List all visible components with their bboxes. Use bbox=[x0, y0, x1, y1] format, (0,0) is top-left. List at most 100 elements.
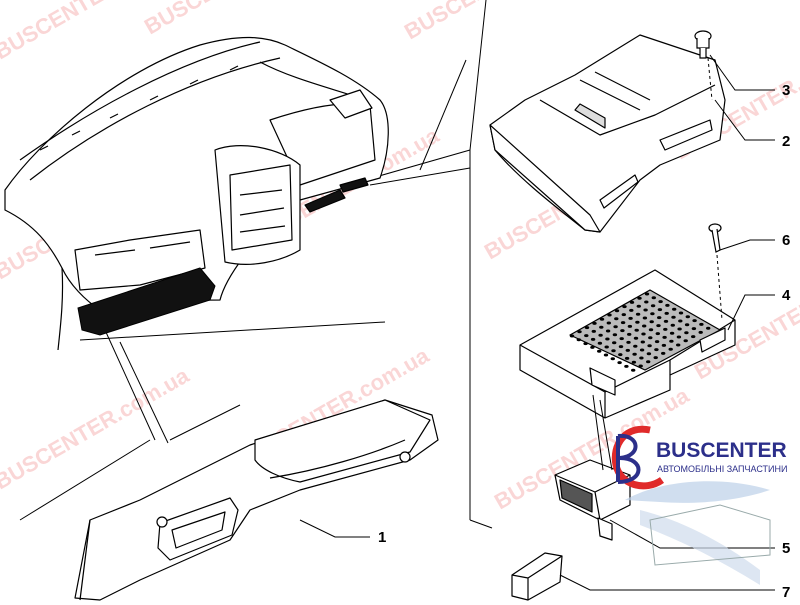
vent-hole bbox=[672, 307, 677, 311]
vent-hole bbox=[650, 304, 656, 308]
callout-4: 4 bbox=[782, 287, 791, 304]
vent-hole bbox=[655, 332, 660, 336]
vent-hole bbox=[639, 348, 645, 352]
vent-hole bbox=[597, 349, 602, 353]
vent-hole bbox=[664, 311, 669, 315]
vent-hole bbox=[584, 334, 589, 338]
glovebox-highlight bbox=[77, 267, 216, 336]
vent-hole bbox=[684, 331, 689, 335]
vent-hole bbox=[619, 337, 624, 341]
vent-hole bbox=[665, 303, 670, 307]
vent-hole bbox=[626, 340, 631, 344]
callout-3: 3 bbox=[782, 82, 790, 99]
part-3-screw bbox=[694, 30, 712, 59]
vent-hole bbox=[642, 316, 648, 320]
vent-hole bbox=[661, 343, 667, 347]
vent-hole bbox=[646, 352, 652, 356]
vent-hole bbox=[698, 330, 703, 334]
vent-hole bbox=[607, 313, 612, 317]
leader-lines bbox=[299, 54, 775, 591]
vent-hole bbox=[691, 327, 697, 331]
logo-emblem-icon bbox=[611, 425, 771, 585]
vent-hole bbox=[676, 335, 682, 339]
vent-hole bbox=[691, 335, 696, 339]
vent-hole bbox=[592, 321, 597, 325]
vent-hole bbox=[629, 300, 635, 304]
vent-hole bbox=[644, 300, 649, 304]
vent-hole bbox=[620, 321, 626, 325]
vent-hole bbox=[649, 320, 654, 324]
vent-hole bbox=[628, 316, 633, 320]
vent-hole bbox=[631, 368, 636, 372]
vent-hole bbox=[605, 329, 611, 333]
vent-hole bbox=[646, 360, 651, 364]
part-6-screw bbox=[708, 223, 722, 253]
vent-hole bbox=[643, 308, 648, 312]
vent-hole bbox=[621, 313, 626, 317]
vent-hole bbox=[624, 356, 630, 360]
vent-hole bbox=[670, 323, 675, 327]
part-5-connector bbox=[554, 459, 631, 541]
buscenter-logo: BUSCENTER АВТОМОБІЛЬНІ ЗАПЧАСТИНИ bbox=[611, 425, 787, 585]
vent-hole bbox=[678, 319, 683, 323]
vent-hole bbox=[676, 343, 681, 347]
section-dividers bbox=[19, 0, 493, 529]
vent-hole bbox=[684, 323, 690, 327]
vent-hole bbox=[632, 352, 637, 356]
vent-hole bbox=[599, 325, 604, 329]
vent-hole bbox=[706, 326, 711, 330]
vent-hole bbox=[657, 316, 662, 320]
vent-hole bbox=[604, 345, 609, 349]
vent-hole bbox=[599, 317, 605, 321]
part-1-lower-trim-panel bbox=[74, 399, 439, 601]
vent-hole bbox=[625, 348, 630, 352]
vent-hole bbox=[631, 360, 637, 364]
vent-hole bbox=[635, 320, 640, 324]
vent-hole bbox=[614, 317, 619, 321]
vent-hole bbox=[654, 340, 660, 344]
vent-hole bbox=[611, 349, 616, 353]
vent-hole bbox=[636, 304, 641, 308]
vent-hole bbox=[669, 339, 674, 343]
vent-hole bbox=[624, 364, 629, 368]
vent-hole bbox=[606, 321, 611, 325]
vent-hole bbox=[661, 351, 666, 355]
vent-hole bbox=[598, 333, 603, 337]
vent-hole bbox=[622, 305, 627, 309]
vent-hole bbox=[656, 324, 661, 328]
vent-hole bbox=[699, 322, 704, 326]
vent-hole bbox=[577, 330, 582, 334]
part-4-electronic-module-box bbox=[519, 269, 736, 419]
watermark: BUSCENTER.com.ua bbox=[400, 0, 604, 44]
vent-hole bbox=[662, 335, 667, 339]
vent-hole bbox=[633, 344, 638, 348]
vent-hole bbox=[685, 315, 690, 319]
vent-hole bbox=[647, 344, 652, 348]
vent-hole bbox=[648, 336, 653, 340]
dashboard-overview bbox=[4, 36, 389, 351]
vent-hole bbox=[651, 296, 656, 300]
vent-hole bbox=[634, 328, 639, 332]
part-7-cover-cap bbox=[511, 552, 563, 601]
vent-hole bbox=[657, 308, 663, 312]
vent-hole bbox=[663, 319, 669, 323]
vent-hole bbox=[678, 311, 684, 315]
vent-hole bbox=[605, 337, 610, 341]
vent-hole bbox=[614, 309, 620, 313]
callout-5: 5 bbox=[782, 540, 790, 557]
logo-brand: BUSCENTER bbox=[656, 439, 787, 462]
vent-hole bbox=[590, 345, 595, 349]
vent-hole bbox=[610, 357, 615, 361]
vent-hole bbox=[612, 333, 618, 337]
vent-hole bbox=[618, 345, 624, 349]
callout-6: 6 bbox=[782, 232, 790, 249]
logo-tagline: АВТОМОБІЛЬНІ ЗАПЧАСТИНИ bbox=[657, 464, 787, 474]
vent-hole bbox=[638, 364, 643, 368]
vent-hole bbox=[629, 308, 634, 312]
vent-hole bbox=[650, 312, 655, 316]
vent-hole bbox=[618, 353, 623, 357]
vent-hole bbox=[590, 337, 596, 341]
vent-hole bbox=[641, 332, 646, 336]
vent-hole bbox=[642, 324, 647, 328]
vent-hole bbox=[627, 324, 633, 328]
